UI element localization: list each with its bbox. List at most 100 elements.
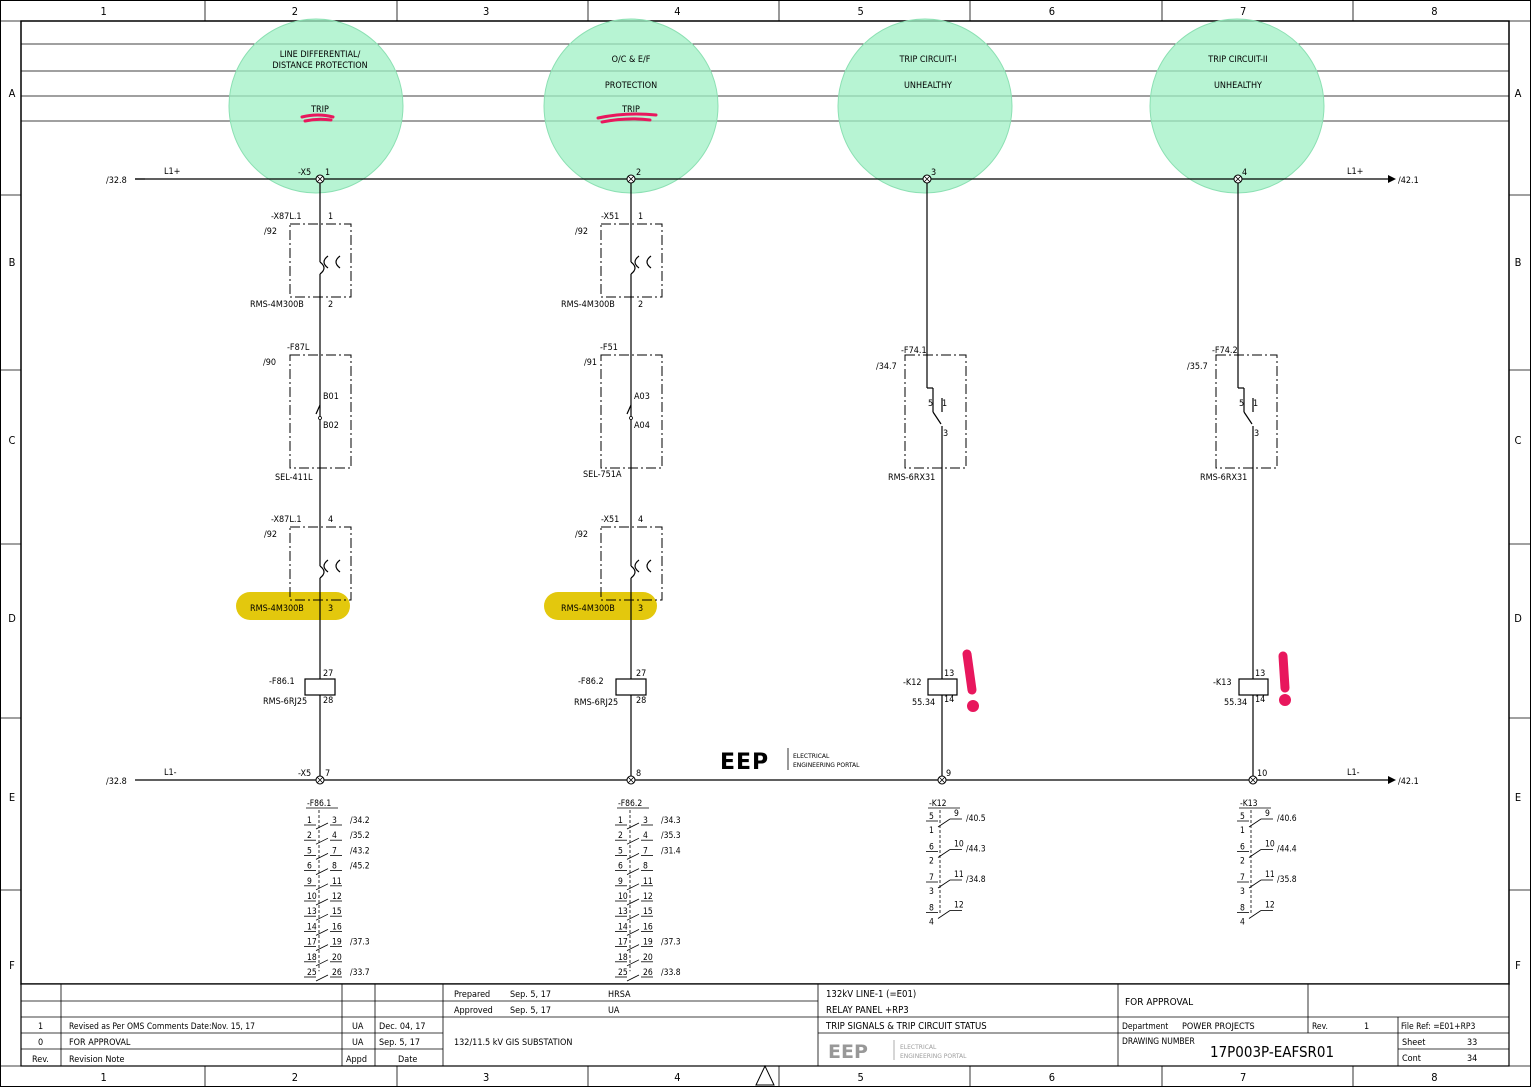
cont-label: Cont — [1402, 1054, 1421, 1064]
contact-pin: 4 — [643, 831, 648, 841]
component-type: SEL-411L — [275, 473, 313, 483]
component-type: RMS-4M300B — [250, 300, 304, 310]
bus-label: L1+ — [164, 167, 180, 177]
contact-pin: 2 — [618, 831, 623, 841]
contact-pin: 14 — [307, 922, 317, 932]
contact-pin: 3 — [929, 887, 934, 897]
grid-column-label: 7 — [1240, 1071, 1246, 1084]
contact-pin: 7 — [643, 846, 648, 856]
grid-column-label: 4 — [674, 1071, 680, 1084]
contact-pin: 9 — [954, 809, 959, 819]
pin-number: 2 — [638, 300, 643, 310]
pin-number: 27 — [636, 669, 646, 679]
contact-pin: 7 — [1240, 873, 1245, 883]
contact-pin: 6 — [618, 862, 623, 872]
title-block: 1 Revised as Per OMS Comments Date:Nov. … — [20, 983, 1510, 1067]
component-tag: -X87L.1 — [271, 212, 302, 222]
grid-column-label: 1 — [100, 5, 106, 18]
contact-ref: /34.8 — [966, 875, 986, 885]
bus-ref-right: /42.1 — [1398, 176, 1419, 186]
grid-row-label: E — [1515, 791, 1521, 804]
contact-pin: 9 — [618, 877, 623, 887]
contact-id: 3 — [1254, 429, 1259, 439]
contact-pin: 2 — [1240, 857, 1245, 867]
pin-number: 1 — [638, 212, 643, 222]
header-text: UNHEALTHY — [904, 81, 952, 91]
terminal-number: 4 — [1242, 168, 1247, 178]
header-text: DISTANCE PROTECTION — [272, 61, 367, 71]
grid-row-label: A — [9, 87, 16, 100]
component-type: RMS-6RX31 — [888, 473, 935, 483]
contact-pin: 7 — [929, 873, 934, 883]
contact-ref: /40.6 — [1277, 814, 1297, 824]
contact-pin: 11 — [1265, 870, 1275, 880]
contact-pin: 4 — [929, 918, 934, 928]
bus-label: L1- — [1347, 768, 1360, 778]
contact-pin: 26 — [643, 968, 653, 978]
contact-pin: 9 — [1265, 809, 1270, 819]
grid-column-label: 2 — [292, 5, 298, 18]
contact-pin: 5 — [307, 846, 312, 856]
contact-id: 1 — [1253, 399, 1258, 409]
rev-note: FOR APPROVAL — [69, 1038, 131, 1048]
contact-pin: 13 — [307, 907, 317, 917]
grid-column-label: 5 — [857, 1071, 863, 1084]
rev-header: Rev. — [32, 1055, 49, 1065]
bus-ref-left: /32.8 — [106, 777, 127, 787]
rev-appd: UA — [352, 1038, 364, 1048]
grid-column-label: 6 — [1049, 1071, 1055, 1084]
highlight-circle — [837, 18, 1013, 194]
rev-label: Rev. — [1312, 1022, 1328, 1032]
cross-ref: /92 — [264, 227, 277, 237]
contact-pin: 6 — [929, 843, 934, 853]
header-text: PROTECTION — [605, 81, 657, 91]
contact-pin: 10 — [954, 840, 964, 850]
contact-pin: 1 — [929, 826, 934, 836]
cross-ref: /91 — [584, 358, 597, 368]
circuit-2: 2 -X51 1 /92 RMS-4M300B 2 -F51 /91 A03 A… — [561, 168, 663, 785]
pin-number: 3 — [328, 604, 333, 614]
pin-number: 14 — [944, 695, 954, 705]
bus-ref-right: /42.1 — [1398, 777, 1419, 787]
contact-ref: /33.8 — [661, 968, 681, 978]
terminal-number: 8 — [636, 769, 641, 779]
contact-ref: /31.4 — [661, 846, 681, 856]
grid-column-label: 1 — [100, 1071, 106, 1084]
yellow-highlight — [544, 592, 657, 620]
header-text: TRIP CIRCUIT-I — [898, 55, 956, 65]
contact-id: B02 — [323, 421, 339, 431]
contact-pin: 8 — [332, 862, 337, 872]
contact-ref: /37.3 — [350, 938, 370, 948]
component-tag: -X87L.1 — [271, 515, 302, 525]
contact-pin: 7 — [332, 846, 337, 856]
yellow-highlight — [236, 592, 350, 620]
component-tag: -K13 — [1213, 678, 1232, 688]
component-tag: -X51 — [601, 515, 619, 525]
component-type: SEL-751A — [583, 470, 622, 480]
department-label: Department — [1122, 1022, 1168, 1032]
grid-column-label: 5 — [857, 5, 863, 18]
contact-ref: /35.8 — [1277, 875, 1297, 885]
status-text: FOR APPROVAL — [1125, 997, 1193, 1008]
contact-pin: 19 — [643, 938, 653, 948]
grid-column-label: 3 — [483, 1071, 489, 1084]
circuit-1: -X5 1 -X87L.1 1 /92 RMS-4M300B 2 -F87L /… — [250, 168, 352, 785]
contact-pin: 11 — [332, 877, 342, 887]
contact-pin: 3 — [1240, 887, 1245, 897]
terminal-tag: -X5 — [298, 769, 311, 779]
